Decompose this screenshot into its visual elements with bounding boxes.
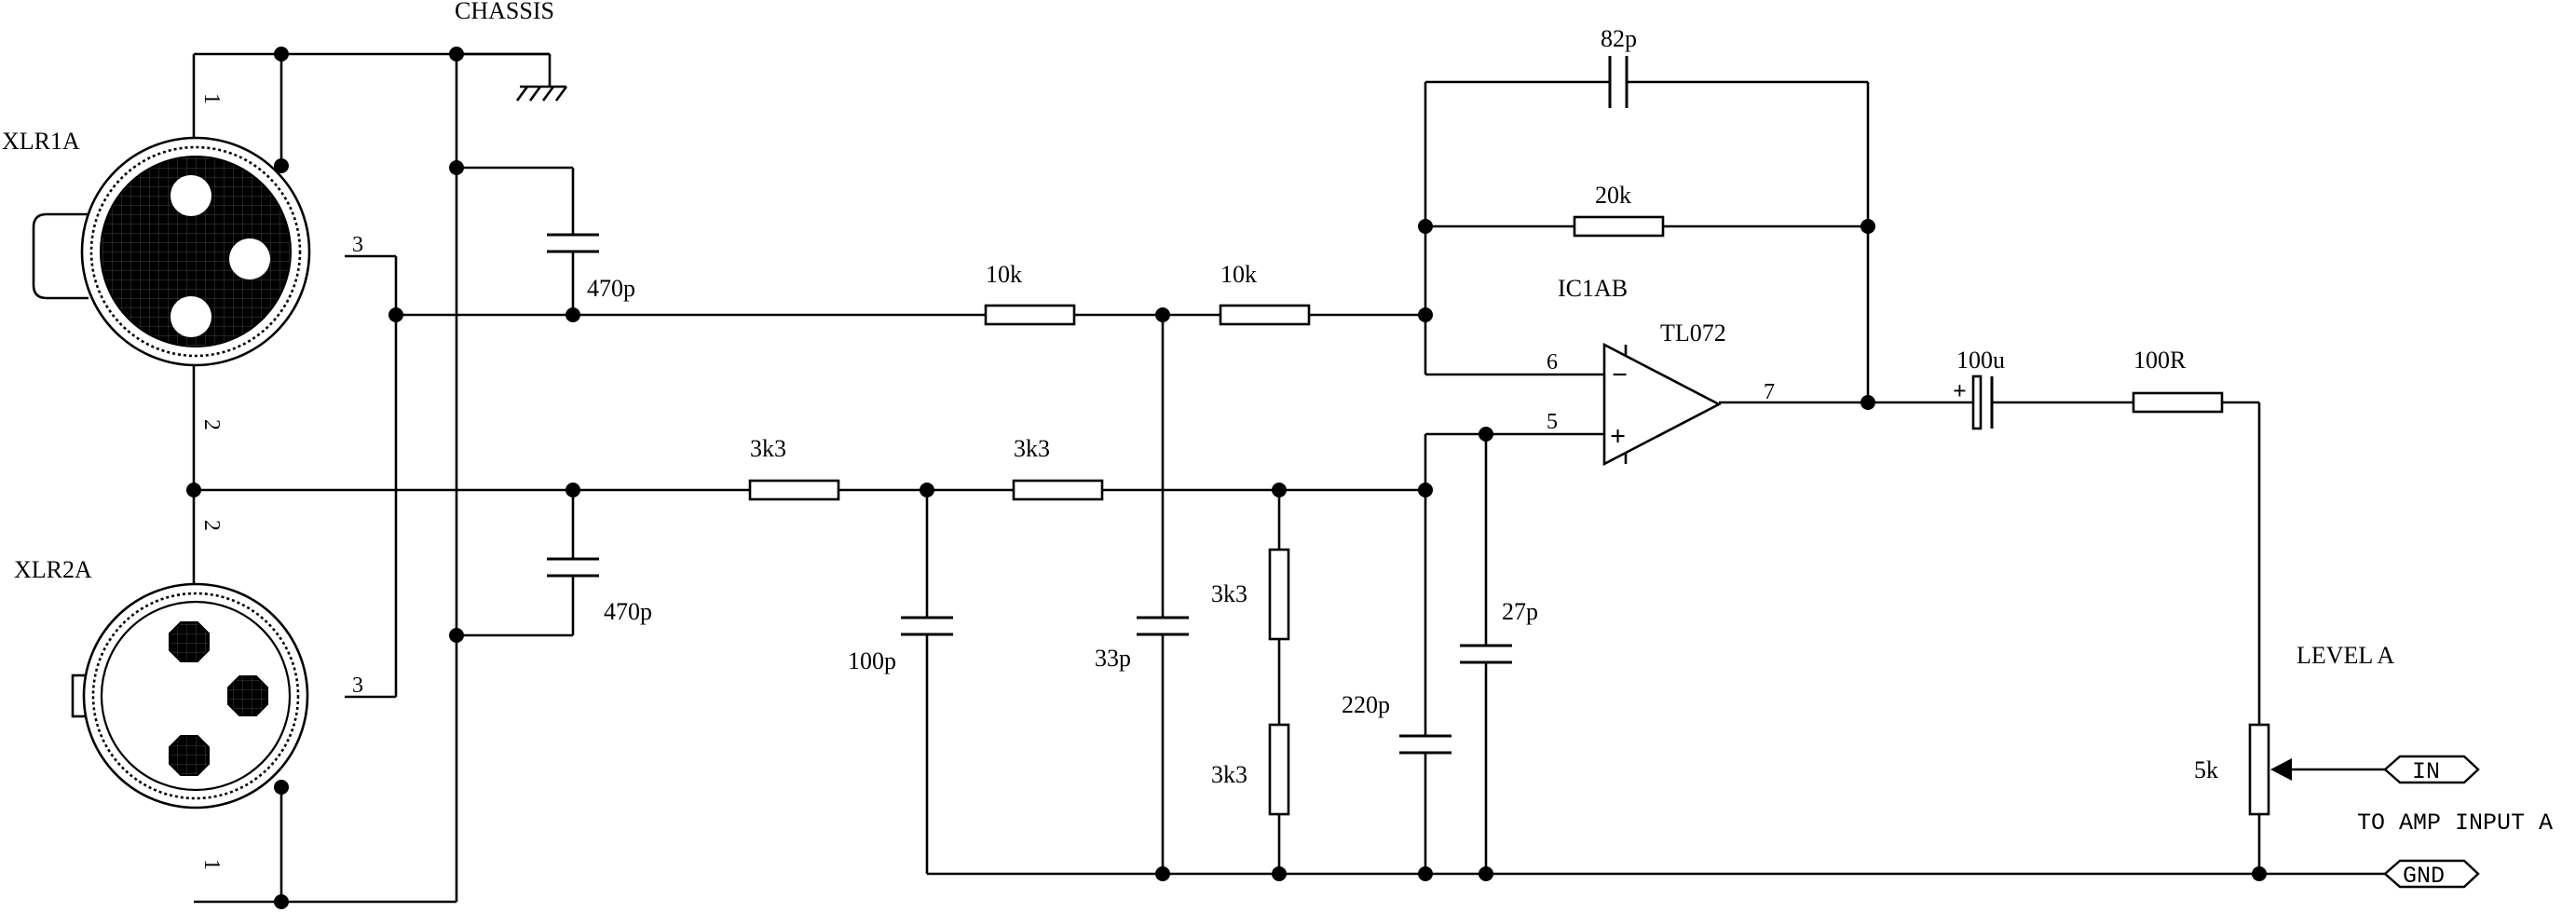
chassis-label: CHASSIS [455, 0, 554, 24]
xlr1-pin3-number: 3 [352, 233, 363, 257]
xlr2-pin3-number: 3 [352, 674, 363, 698]
opamp-pin5-number: 5 [1547, 410, 1558, 434]
xlr2-label: XLR2A [14, 556, 92, 583]
r-3k3-1-label: 3k3 [750, 435, 786, 462]
in-flag-text: IN [2412, 758, 2440, 785]
ic-ref-label: IC1AB [1558, 275, 1628, 302]
c-top-470p-label: 470p [587, 275, 635, 302]
r-3k3-v1-label: 3k3 [1211, 580, 1247, 607]
gnd-flag-text: GND [2403, 863, 2445, 890]
c-bot-470p-label: 470p [604, 598, 652, 625]
xlr2-pin1-number: 1 [199, 859, 224, 870]
resistors [748, 215, 2292, 816]
pot-5k-label: 5k [2194, 756, 2218, 783]
opamp-pin6-number: 6 [1547, 350, 1558, 374]
opamp-tl072 [1602, 342, 1722, 467]
capacitors [547, 56, 1994, 755]
c-33p-label: 33p [1095, 645, 1131, 672]
cap-polarity-sign: + [1953, 377, 1967, 404]
r-20k-label: 20k [1595, 182, 1631, 209]
ic-type-label: TL072 [1660, 320, 1726, 347]
in-flag [2383, 755, 2480, 784]
c-82p-label: 82p [1601, 25, 1637, 52]
r-3k3-2-label: 3k3 [1014, 435, 1050, 462]
c-100u-label: 100u [1956, 347, 2005, 374]
junctions [186, 47, 2267, 909]
c-220p-label: 220p [1342, 691, 1390, 718]
xlr1-pin1-number: 1 [199, 93, 224, 104]
xlr1-connector [32, 136, 311, 367]
amp-input-label: TO AMP INPUT A [2357, 810, 2553, 837]
r-10k-1-label: 10k [986, 261, 1022, 288]
opamp-plus-sign: + [1610, 421, 1626, 452]
c-100p-label: 100p [848, 647, 896, 674]
c-27p-label: 27p [1502, 598, 1538, 625]
gnd-flag [2383, 859, 2480, 889]
r-10k-2-label: 10k [1220, 261, 1257, 288]
r-3k3-v2-label: 3k3 [1211, 761, 1247, 788]
xlr2-connector [71, 582, 309, 810]
xlr1-label: XLR1A [2, 128, 80, 155]
r-100R-label: 100R [2133, 347, 2187, 374]
xlr2-pin2-number: 2 [199, 520, 224, 531]
opamp-minus-sign: − [1612, 360, 1628, 390]
xlr1-pin2-number: 2 [199, 419, 224, 430]
wires [192, 52, 2385, 904]
level-label: LEVEL A [2297, 642, 2394, 669]
signal-flags [2383, 755, 2480, 889]
text-labels: CHASSIS XLR1A XLR2A IC1AB TL072 LEVEL A … [2, 0, 2553, 890]
opamp-pin7-number: 7 [1764, 380, 1775, 404]
